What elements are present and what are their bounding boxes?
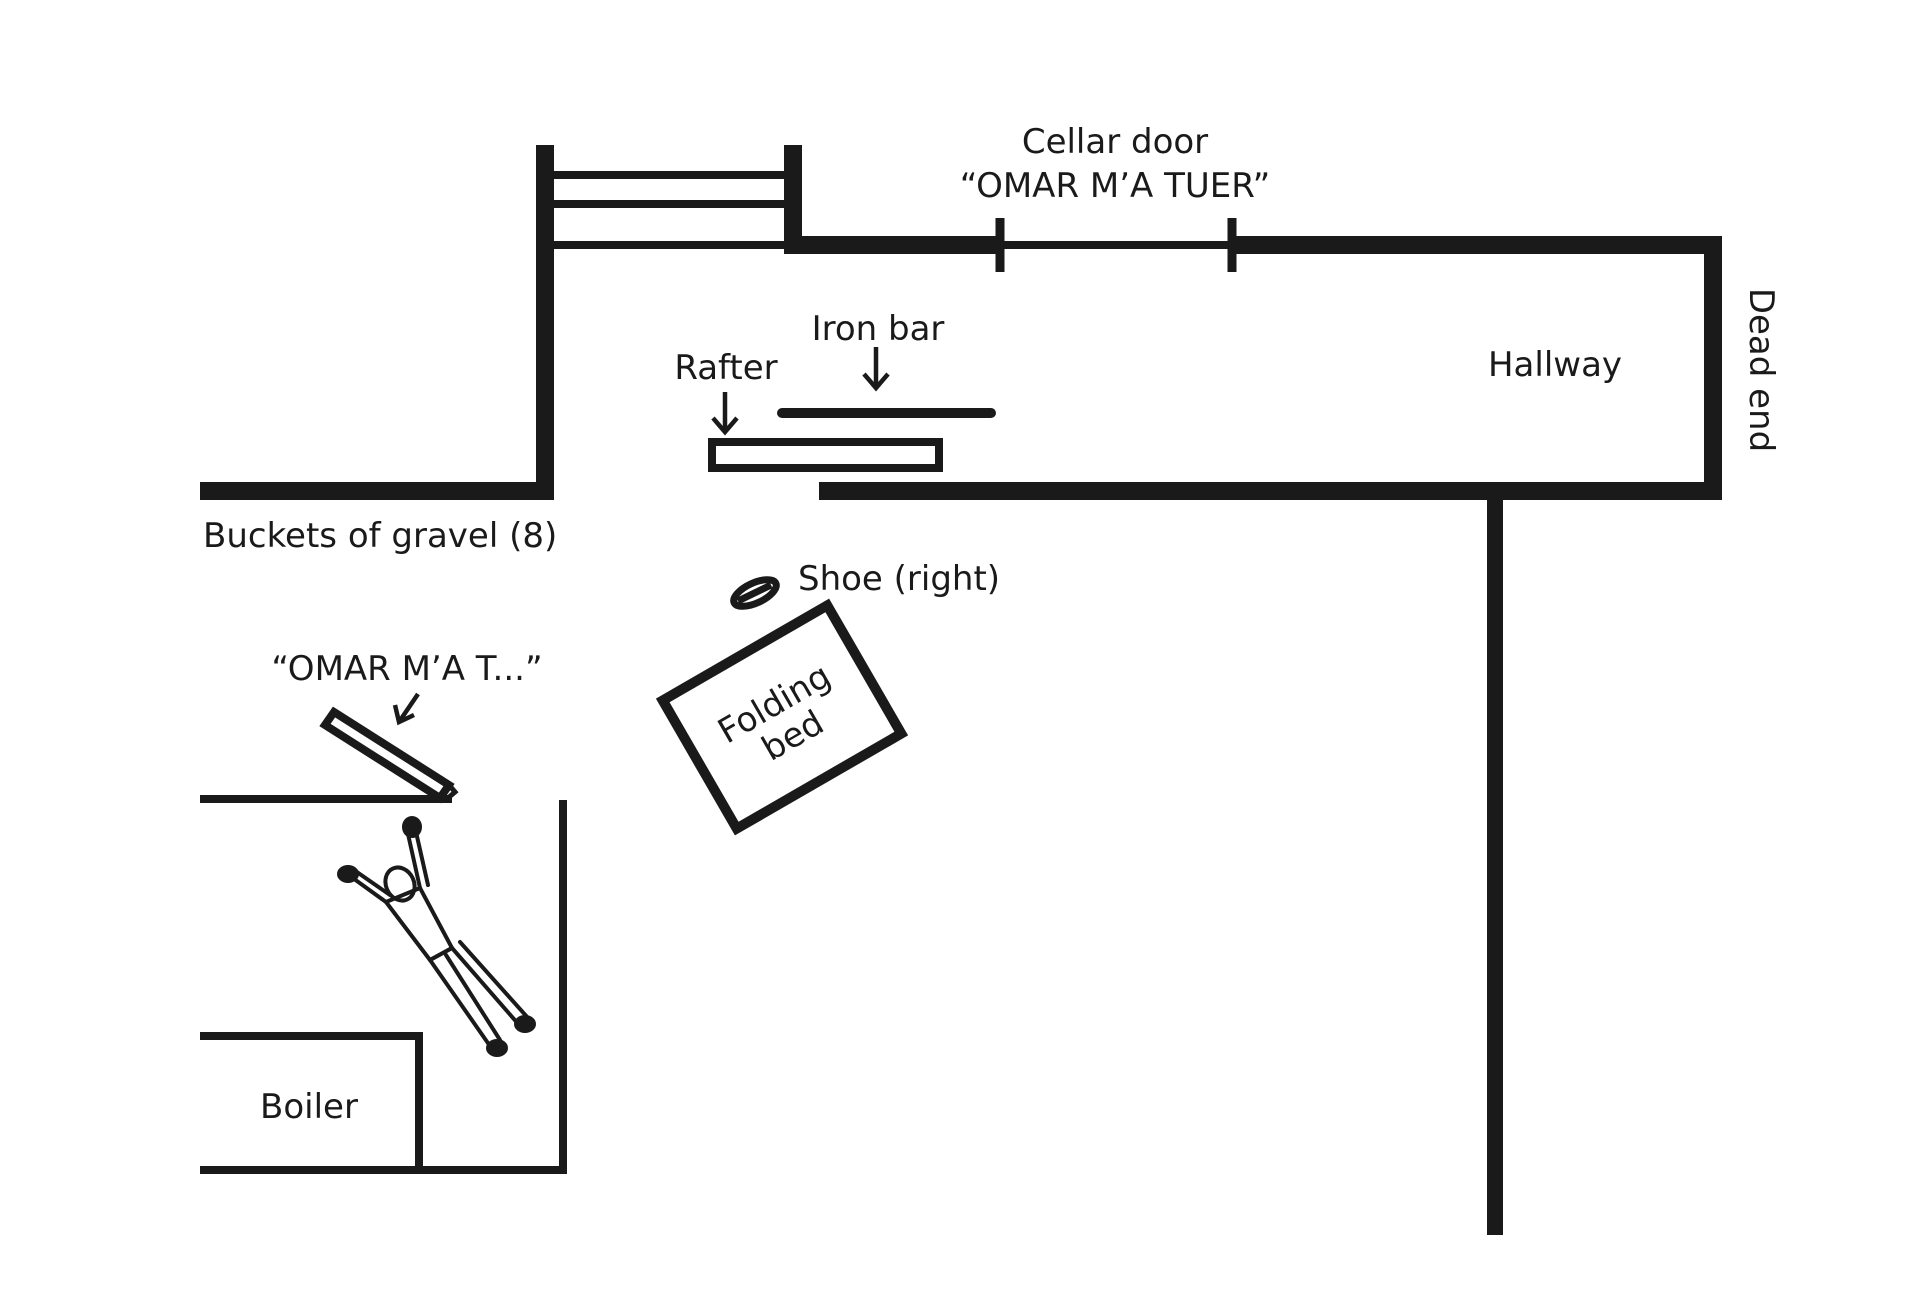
rafter: [708, 438, 943, 472]
staircase: [536, 145, 802, 498]
cellar-door-inscription: “OMAR M’A TUER”: [960, 166, 1271, 206]
iron-bar-label: Iron bar: [812, 309, 945, 349]
hallway-label: Hallway: [1488, 345, 1622, 385]
fallen-board: [319, 706, 459, 804]
cellar-door-label: Cellar door: [1022, 122, 1208, 162]
boiler-label: Boiler: [260, 1087, 358, 1127]
iron-bar-arrow: [862, 347, 890, 392]
upper-wall: [784, 236, 1722, 498]
partial-inscription-arrow: [392, 692, 420, 726]
buckets-label: Buckets of gravel (8): [203, 516, 557, 556]
rafter-arrow: [711, 392, 739, 436]
rafter-label: Rafter: [674, 348, 777, 388]
cellar-door: [995, 218, 1237, 272]
body-outline: [337, 816, 536, 1057]
shoe-label: Shoe (right): [798, 559, 1000, 599]
dead-end-label: Dead end: [1741, 288, 1781, 452]
boiler: [200, 1032, 423, 1170]
folding-bed: [655, 598, 909, 836]
partial-inscription-label: “OMAR M’A T...”: [271, 649, 542, 689]
shoe-icon: [730, 576, 780, 610]
